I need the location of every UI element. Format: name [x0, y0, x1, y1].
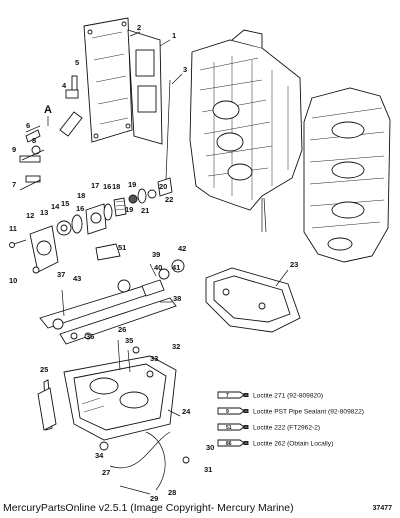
callout-25: 25 — [40, 365, 48, 374]
legend-tube-number: 9 — [226, 409, 229, 415]
callout-2: 2 — [137, 23, 141, 32]
callout-16: 16 — [103, 182, 111, 191]
callout-28: 28 — [168, 488, 176, 497]
small-fittings-left — [19, 75, 83, 191]
legend-row: 7 Loctite 271 (92-809820) — [217, 391, 323, 400]
callout-26: 26 — [118, 325, 126, 334]
callout-10: 10 — [9, 276, 17, 285]
callout-21: 21 — [141, 206, 149, 215]
callout-51: 51 — [118, 243, 126, 252]
legend-tube-number: 86 — [226, 441, 232, 447]
sealant-tube-51 — [95, 243, 121, 261]
callout-3: 3 — [183, 65, 187, 74]
callout-35: 35 — [125, 336, 133, 345]
legend-row: 86 Loctite 262 (Obtain Locally) — [217, 439, 333, 448]
crankcase-cover — [303, 87, 391, 263]
callout-17: 17 — [91, 181, 99, 190]
tube-cap-icon — [243, 441, 249, 445]
callout-19: 19 — [125, 205, 133, 214]
thermostat-assembly — [9, 177, 173, 274]
linkage-assembly — [39, 243, 185, 345]
sealant-tube-icon — [217, 439, 245, 447]
legend-tube-number: 7 — [226, 393, 229, 399]
callout-30: 30 — [206, 443, 214, 452]
tube-cap-icon — [243, 425, 249, 429]
callout-19: 19 — [128, 180, 136, 189]
legend-label: Loctite PST Pipe Sealant (92-809822) — [253, 409, 364, 416]
callout-38: 38 — [173, 294, 181, 303]
callout-32: 32 — [172, 342, 180, 351]
callout-27: 27 — [102, 468, 110, 477]
callout-18: 18 — [112, 182, 120, 191]
callout-43: 43 — [73, 274, 81, 283]
sealant-tube-icon — [217, 407, 245, 415]
callout-24: 24 — [182, 407, 191, 416]
callout-40: 40 — [154, 263, 162, 272]
exhaust-plate-24 — [37, 339, 177, 441]
callout-37: 37 — [57, 270, 65, 279]
view-marker-a: A — [44, 104, 52, 116]
legend-row: 9 Loctite PST Pipe Sealant (92-809822) — [217, 407, 364, 416]
gasket-plate-23 — [205, 267, 301, 333]
tube-cap-icon — [243, 409, 249, 413]
callout-23: 23 — [290, 260, 298, 269]
callout-41: 41 — [172, 263, 180, 272]
sealant-tube-9 — [59, 111, 83, 137]
legend-label: Loctite 271 (92-809820) — [253, 393, 323, 400]
callout-5: 5 — [75, 58, 79, 67]
callout-9: 9 — [12, 145, 16, 154]
callout-11: 11 — [9, 224, 17, 233]
sealant-legend: 7 Loctite 271 (92-809820) 9 Loctite PST Pip… — [217, 391, 364, 448]
callout-13: 13 — [40, 208, 48, 217]
callout-42: 42 — [178, 244, 186, 253]
callout-22: 22 — [165, 195, 173, 204]
callout-12: 12 — [26, 211, 34, 220]
legend-label: Loctite 222 (FT2962-2) — [253, 425, 320, 432]
drawing-number: 37477 — [372, 505, 392, 512]
sealant-tube-icon — [217, 391, 245, 399]
callout-20: 20 — [159, 182, 167, 191]
callout-7: 7 — [12, 180, 16, 189]
copyright-footer: MercuryPartsOnline v2.5.1 (Image Copyrig… — [3, 502, 294, 514]
callout-16: 16 — [76, 204, 84, 213]
legend-label: Loctite 262 (Obtain Locally) — [253, 441, 333, 448]
cylinder-block — [189, 29, 303, 233]
legend-row: 51 Loctite 222 (FT2962-2) — [217, 423, 320, 432]
callout-6: 6 — [26, 121, 30, 130]
callout-31: 31 — [204, 465, 212, 474]
rod — [165, 79, 171, 181]
callout-33: 33 — [150, 354, 158, 363]
tube-cap-icon — [243, 393, 249, 397]
callout-18: 18 — [77, 191, 85, 200]
hose-and-clamps — [99, 431, 190, 495]
legend-tube-number: 51 — [226, 425, 232, 431]
callout-8: 8 — [32, 136, 36, 145]
transfer-port-cover-and-gasket — [83, 17, 163, 145]
callout-14: 14 — [51, 202, 60, 211]
callout-15: 15 — [61, 199, 69, 208]
callout-29: 29 — [150, 494, 158, 503]
callout-34: 34 — [95, 451, 104, 460]
leader-lines — [129, 31, 289, 417]
callout-4: 4 — [62, 81, 67, 90]
callout-1: 1 — [172, 31, 176, 40]
callout-36: 36 — [86, 332, 94, 341]
sealant-tube-icon — [217, 423, 245, 431]
callout-39: 39 — [152, 250, 160, 259]
